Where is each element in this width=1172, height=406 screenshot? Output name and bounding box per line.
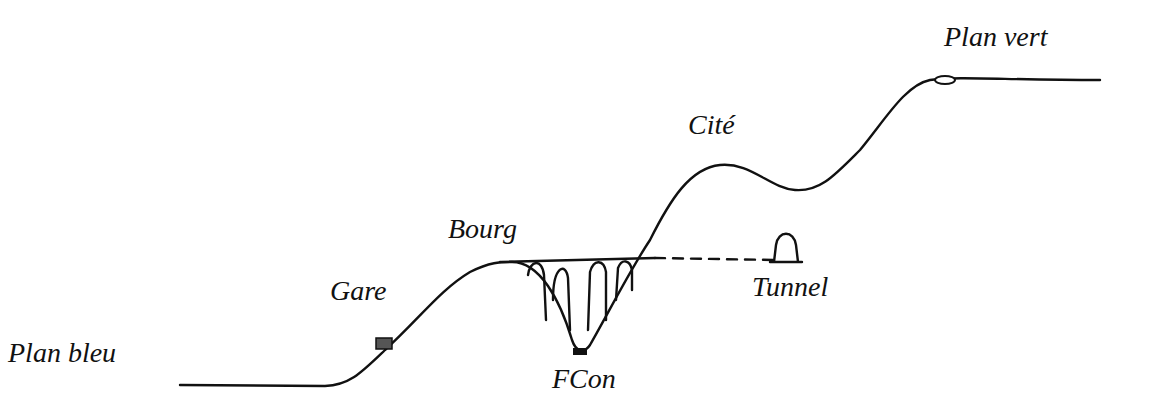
plateau-label: Plan vert <box>944 22 1047 53</box>
station-label: Gare <box>330 276 387 307</box>
tunnel-label: Tunnel <box>752 272 828 303</box>
city-label: Cité <box>688 110 735 141</box>
terrain-line <box>180 78 1100 386</box>
viaduct-arches <box>528 261 632 330</box>
station-building <box>376 338 392 349</box>
valley-label: FCon <box>552 364 616 395</box>
terrain-label: Plan bleu <box>8 338 116 369</box>
town-label: Bourg <box>448 214 517 245</box>
plateau-mark <box>935 76 955 84</box>
tunnel-dashed-line <box>655 258 775 260</box>
valley-bottom-mark <box>573 348 587 355</box>
viaduct-deck <box>500 258 655 262</box>
tunnel-arch <box>770 234 802 262</box>
